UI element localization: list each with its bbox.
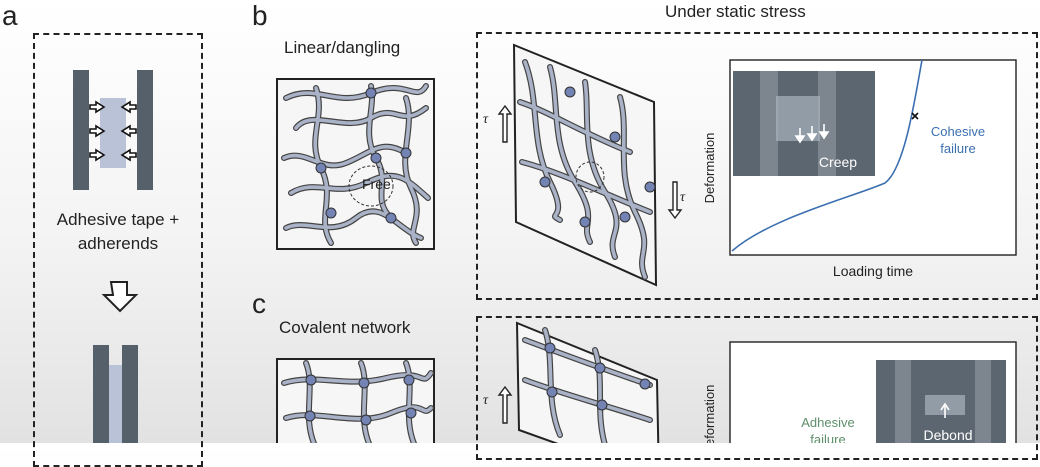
panel-a-letter: a bbox=[2, 0, 18, 31]
tau-symbol-c: τ bbox=[483, 393, 489, 408]
shear-up-arrow-icon bbox=[497, 104, 513, 143]
panel-c-letter: c bbox=[252, 288, 266, 319]
bonded-diagram bbox=[93, 345, 138, 443]
adherend-diagram bbox=[73, 70, 153, 190]
adhesive-label-1: Adhesive bbox=[801, 415, 854, 430]
shear-down-arrow-icon bbox=[667, 181, 683, 220]
tau-symbol-b-right: τ bbox=[680, 190, 686, 205]
static-stress-title: Under static stress bbox=[665, 2, 806, 21]
debond-label: Debond bbox=[923, 427, 972, 443]
creep-plot: Deformation Loading time Cohesive failur… bbox=[702, 59, 1017, 279]
sheared-network-c bbox=[515, 321, 660, 443]
covalent-network-label: Covalent network bbox=[279, 318, 411, 337]
cohesive-label-1: Cohesive bbox=[931, 124, 985, 139]
covalent-network-square bbox=[276, 358, 435, 443]
down-arrow-icon bbox=[101, 281, 139, 313]
adhesive-label-2: failure bbox=[810, 432, 845, 443]
xlabel-b: Loading time bbox=[833, 263, 913, 279]
tape-strip bbox=[100, 98, 126, 168]
ylabel-c: Deformation bbox=[702, 385, 717, 443]
static-stress-frame-b bbox=[476, 32, 1038, 300]
ylabel-b: Deformation bbox=[702, 133, 717, 204]
shear-up-arrow-c-icon bbox=[497, 385, 513, 424]
tau-symbol-b-left: τ bbox=[483, 112, 489, 127]
panel-b-letter: b bbox=[252, 0, 268, 31]
tape-bonded bbox=[109, 365, 122, 443]
linear-network-square bbox=[276, 78, 435, 250]
creep-label: Creep bbox=[819, 154, 857, 170]
right-adherend bbox=[137, 70, 153, 190]
tape-label-line2: adherends bbox=[77, 234, 159, 253]
left-adherend bbox=[73, 70, 89, 190]
pressure-arrows bbox=[89, 100, 137, 162]
failure-marker-icon bbox=[911, 112, 919, 120]
left-adherend-bonded bbox=[93, 345, 109, 443]
cohesive-label-2: failure bbox=[940, 141, 975, 156]
sheared-network-b bbox=[512, 43, 658, 287]
debond-plot: Deformation Adhesive failure Debond bbox=[702, 341, 1017, 443]
right-adherend-bonded bbox=[122, 345, 138, 443]
creep-curve bbox=[731, 59, 923, 252]
tape-label-line1: Adhesive tape + bbox=[56, 210, 180, 229]
free-label: Free bbox=[362, 176, 391, 192]
linear-dangling-label: Linear/dangling bbox=[284, 38, 401, 57]
